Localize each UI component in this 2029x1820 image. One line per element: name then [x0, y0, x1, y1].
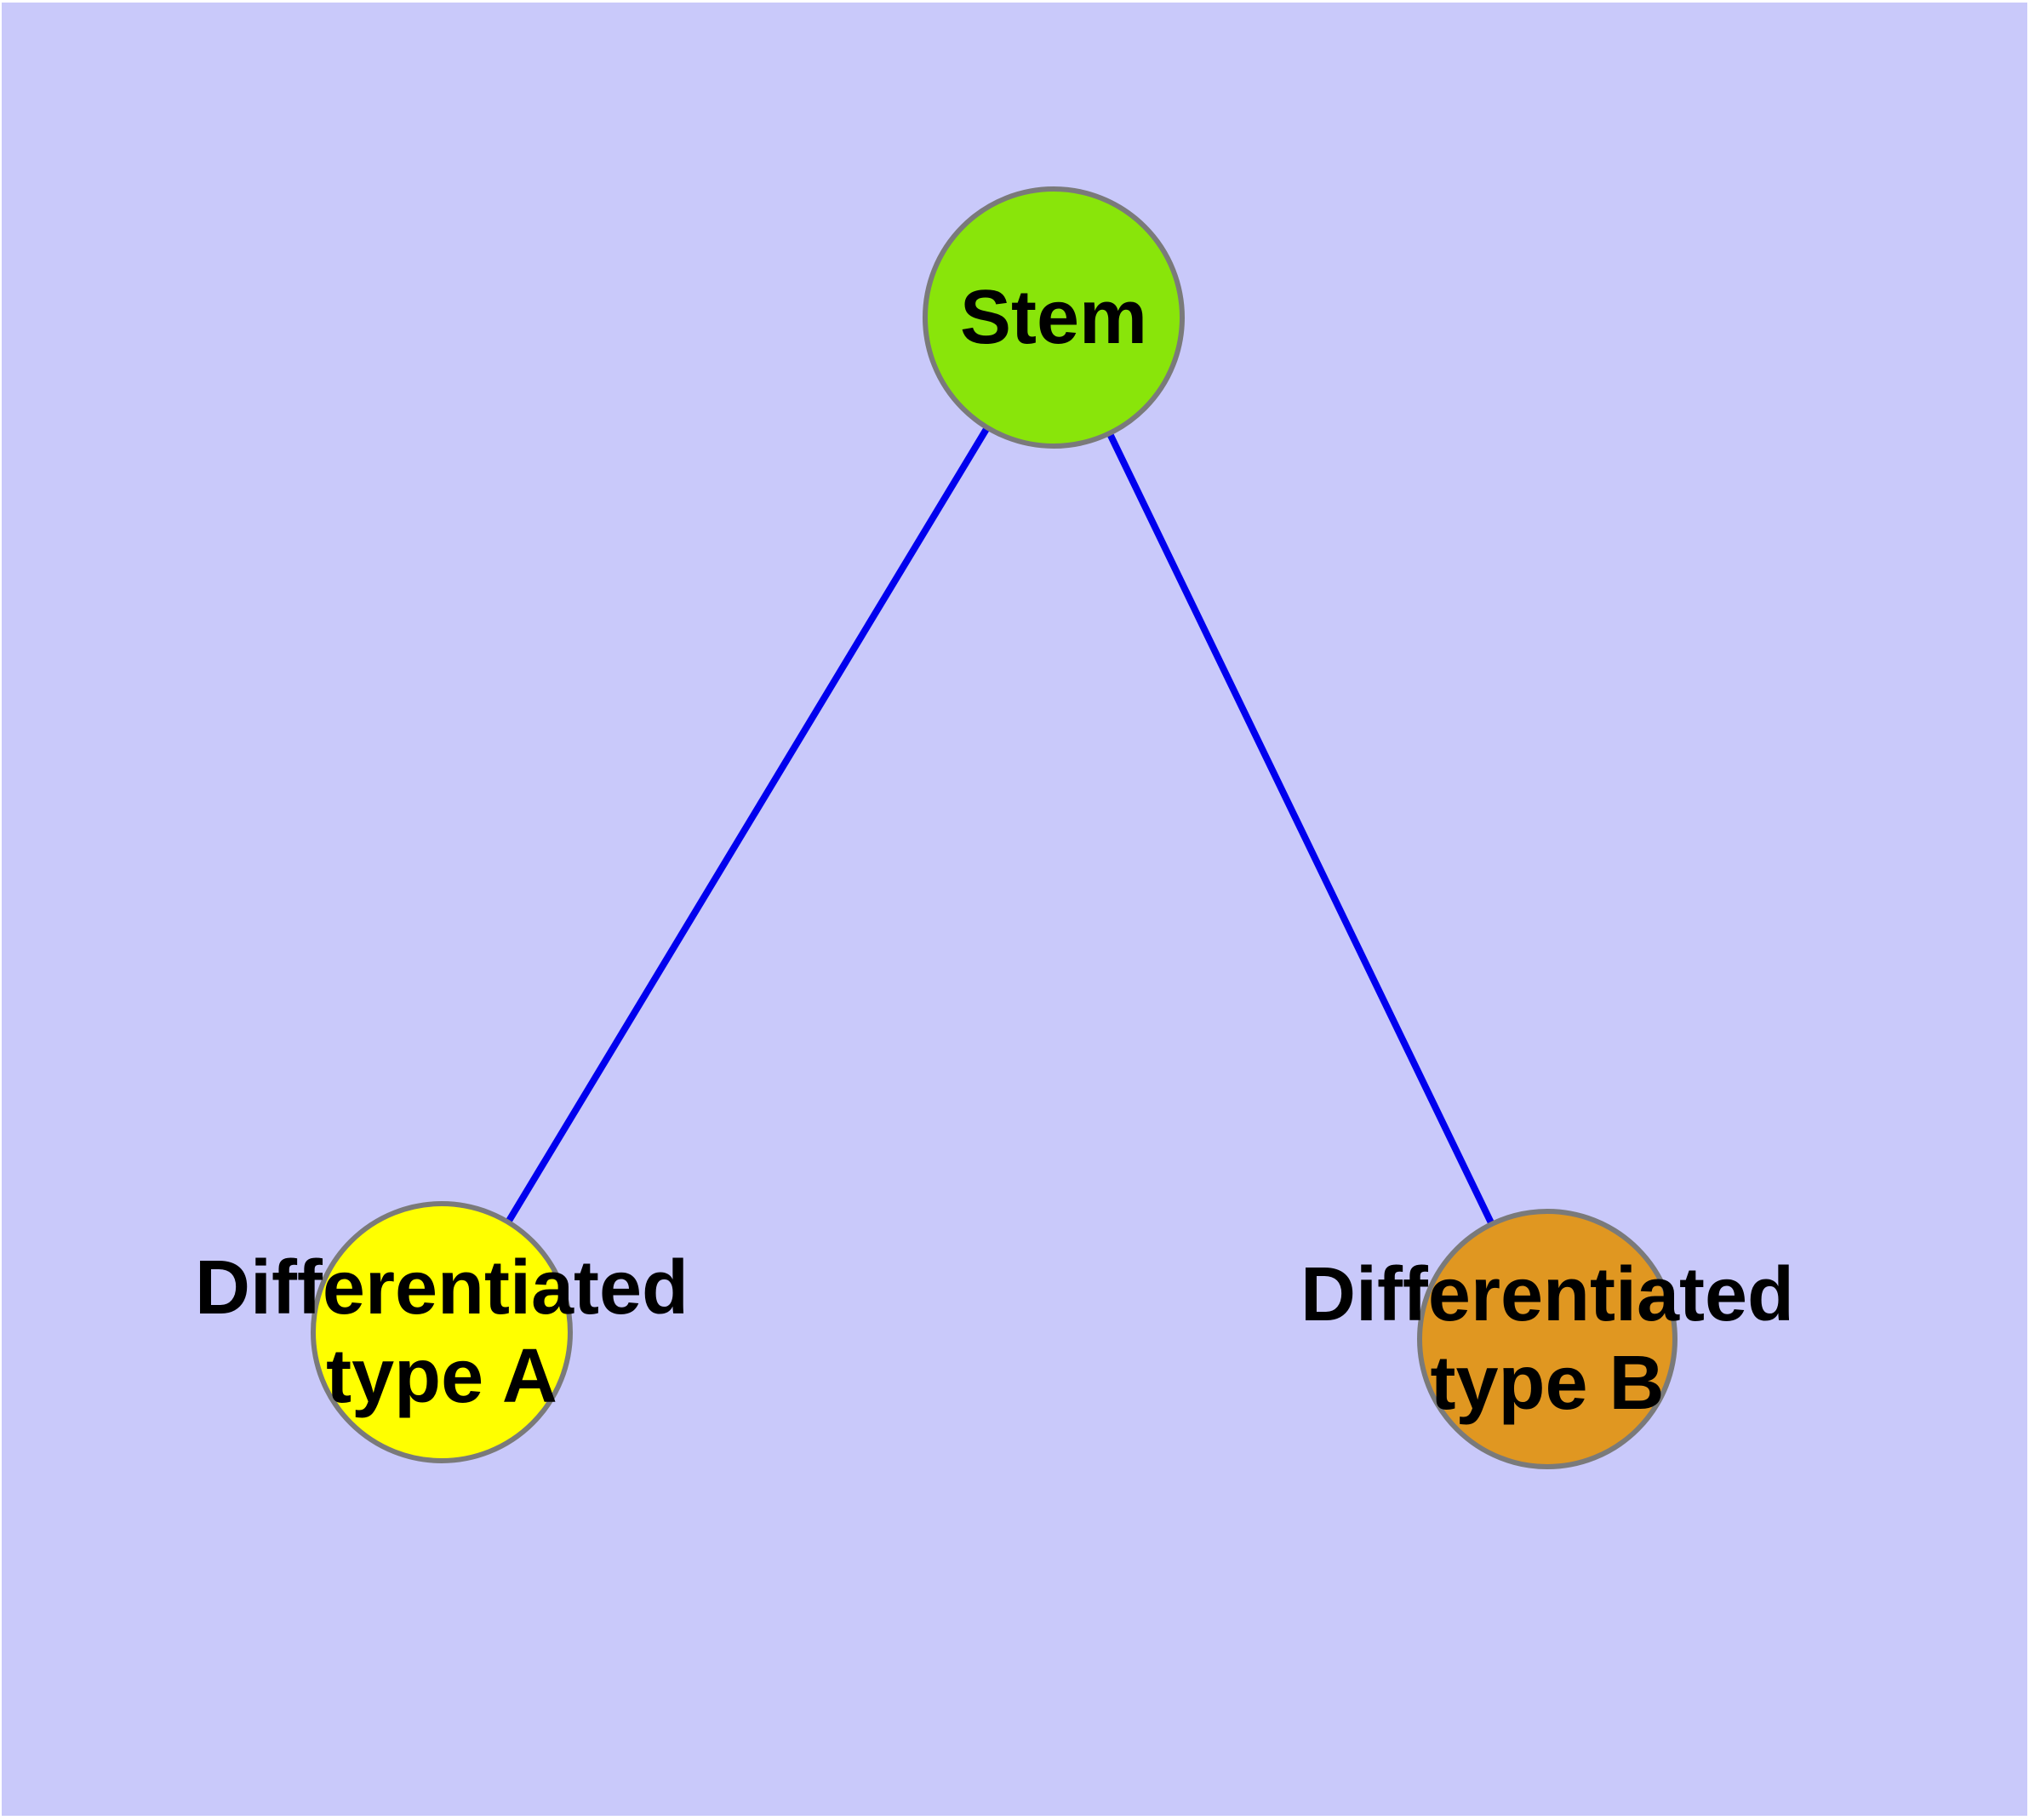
node-label-stem: Stem	[960, 275, 1147, 360]
node-label-differentiated-type-b: type B	[1430, 1341, 1664, 1426]
edge-stem-to-differentiated-type-b	[1050, 316, 1551, 1341]
node-differentiated-type-a	[311, 1201, 573, 1463]
node-label-differentiated-type-a: type A	[326, 1334, 557, 1419]
node-stem	[923, 186, 1185, 449]
edge-stem-to-differentiated-type-a	[438, 315, 1057, 1335]
node-label-differentiated-type-b: Differentiated	[1300, 1252, 1794, 1337]
node-differentiated-type-b	[1417, 1209, 1677, 1469]
node-label-differentiated-type-a: Differentiated	[195, 1245, 689, 1331]
